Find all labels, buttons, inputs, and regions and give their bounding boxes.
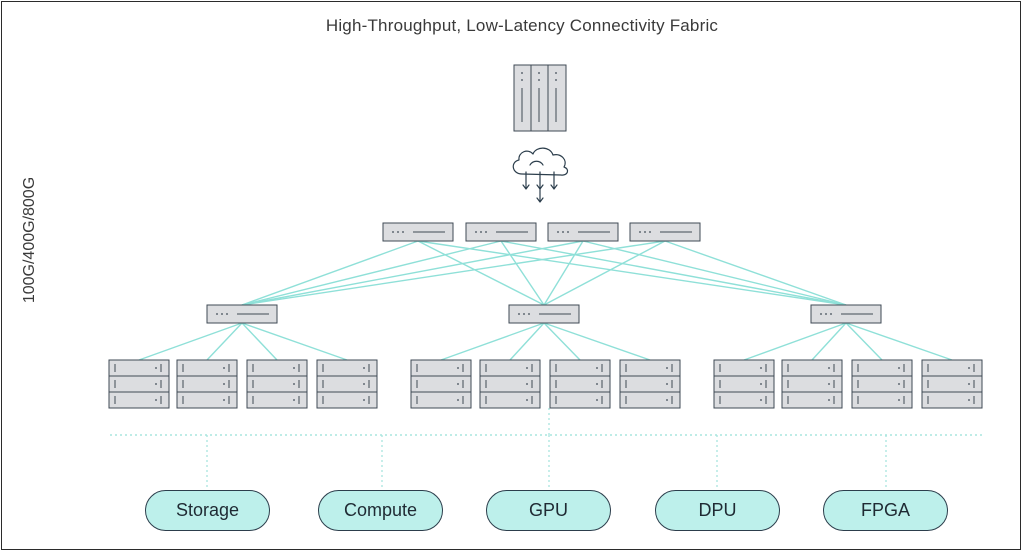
category-storage: Storage: [145, 490, 270, 531]
server-3-3: [851, 359, 913, 409]
server-3-1: [713, 359, 775, 409]
server-rack-icon: [513, 64, 567, 132]
leaf-switch-3: [810, 304, 882, 324]
server-2-4: [619, 359, 681, 409]
spine-switch-2: [465, 222, 537, 242]
leaf-switch-2: [508, 304, 580, 324]
category-compute: Compute: [318, 490, 443, 531]
server-3-4: [921, 359, 983, 409]
spine-switch-3: [547, 222, 619, 242]
category-gpu: GPU: [486, 490, 611, 531]
server-1-3: [246, 359, 308, 409]
spine-switch-1: [382, 222, 454, 242]
leaf-switch-1: [206, 304, 278, 324]
server-2-2: [479, 359, 541, 409]
server-3-2: [781, 359, 843, 409]
fabric-links: [138, 240, 953, 361]
server-1-2: [176, 359, 238, 409]
category-guides: [110, 408, 984, 490]
server-1-4: [316, 359, 378, 409]
spine-switch-4: [629, 222, 701, 242]
fabric-devices: [108, 64, 983, 409]
cloud-network-icon: [512, 147, 569, 203]
server-2-3: [549, 359, 611, 409]
diagram-title: High-Throughput, Low-Latency Connectivit…: [325, 16, 719, 35]
server-1-1: [108, 359, 170, 409]
server-2-1: [410, 359, 472, 409]
category-dpu: DPU: [655, 490, 780, 531]
category-fpga: FPGA: [823, 490, 948, 531]
